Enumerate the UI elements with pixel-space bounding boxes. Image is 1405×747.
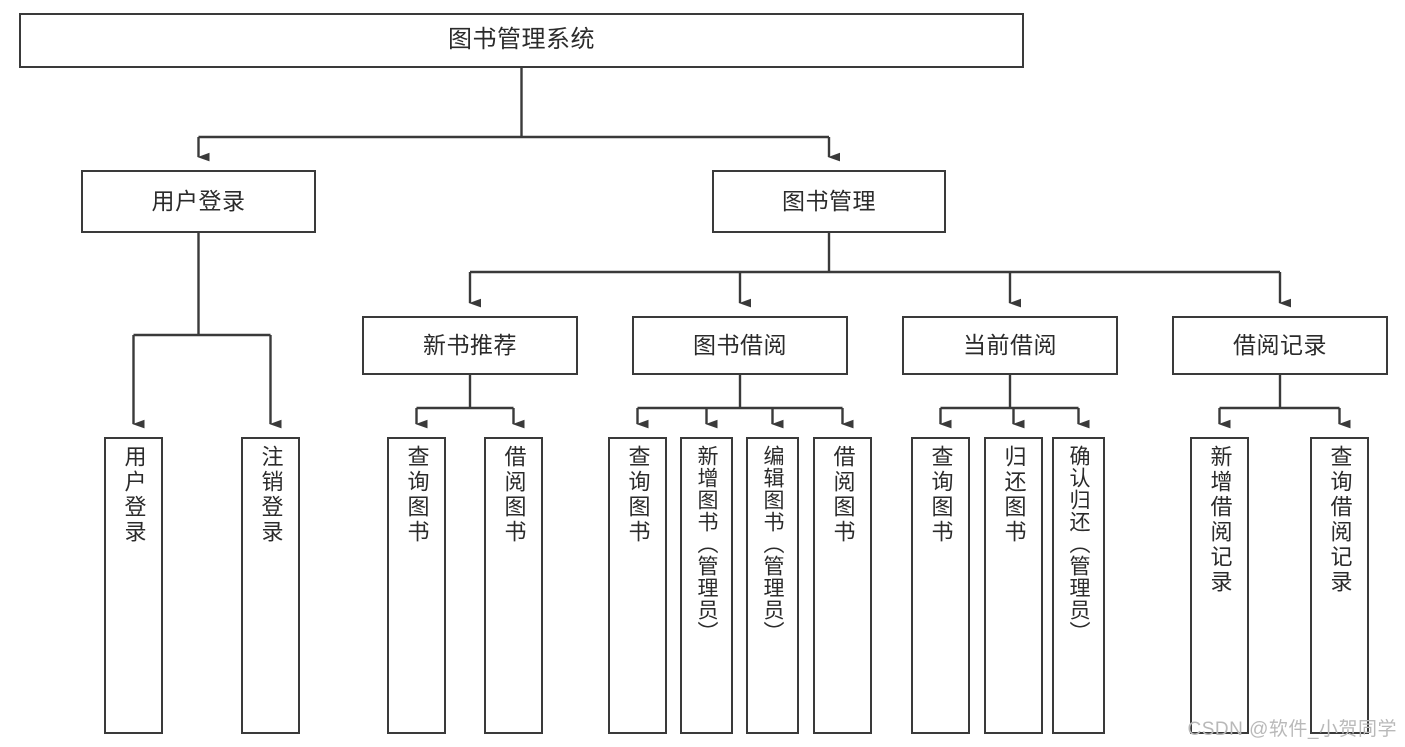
node-label: 确认归还（管理员） bbox=[1067, 445, 1090, 643]
leaf-query-book-borrow[interactable]: 查询图书 bbox=[608, 437, 667, 734]
leaf-return-book[interactable]: 归还图书 bbox=[984, 437, 1043, 734]
leaf-query-book-recommend[interactable]: 查询图书 bbox=[387, 437, 446, 734]
node-label: 注销登录 bbox=[258, 445, 284, 545]
node-label: 图书管理系统 bbox=[448, 26, 595, 54]
node-label: 借阅图书 bbox=[501, 445, 527, 545]
leaf-user-login[interactable]: 用户登录 bbox=[104, 437, 163, 734]
node-label: 归还图书 bbox=[1001, 445, 1027, 545]
leaf-query-book-current[interactable]: 查询图书 bbox=[911, 437, 970, 734]
node-label: 新增借阅记录 bbox=[1207, 445, 1233, 595]
node-user-login[interactable]: 用户登录 bbox=[81, 170, 316, 233]
leaf-borrow-book-recommend[interactable]: 借阅图书 bbox=[484, 437, 543, 734]
leaf-edit-book-admin[interactable]: 编辑图书（管理员） bbox=[746, 437, 799, 734]
leaf-confirm-return-admin[interactable]: 确认归还（管理员） bbox=[1052, 437, 1105, 734]
leaf-query-borrow-record[interactable]: 查询借阅记录 bbox=[1310, 437, 1369, 734]
leaf-borrow-book[interactable]: 借阅图书 bbox=[813, 437, 872, 734]
node-new-book-recommend[interactable]: 新书推荐 bbox=[362, 316, 578, 375]
node-label: 查询借阅记录 bbox=[1327, 445, 1353, 595]
node-label: 用户登录 bbox=[151, 187, 246, 214]
node-label: 用户登录 bbox=[121, 445, 147, 545]
node-label: 当前借阅 bbox=[963, 331, 1057, 358]
node-label: 借阅记录 bbox=[1233, 331, 1327, 358]
node-label: 查询图书 bbox=[928, 445, 954, 545]
node-label: 新增图书（管理员） bbox=[695, 445, 718, 643]
node-label: 查询图书 bbox=[404, 445, 430, 545]
node-current-borrow[interactable]: 当前借阅 bbox=[902, 316, 1118, 375]
node-book-management[interactable]: 图书管理 bbox=[712, 170, 946, 233]
node-label: 图书借阅 bbox=[693, 331, 787, 358]
leaf-add-book-admin[interactable]: 新增图书（管理员） bbox=[680, 437, 733, 734]
node-book-borrow[interactable]: 图书借阅 bbox=[632, 316, 848, 375]
node-label: 图书管理 bbox=[782, 187, 876, 214]
leaf-user-logout[interactable]: 注销登录 bbox=[241, 437, 300, 734]
leaf-add-borrow-record[interactable]: 新增借阅记录 bbox=[1190, 437, 1249, 734]
node-root[interactable]: 图书管理系统 bbox=[19, 13, 1024, 68]
csdn-watermark: CSDN @软件_小贺同学 bbox=[1187, 719, 1397, 740]
node-label: 新书推荐 bbox=[423, 331, 517, 358]
node-label: 编辑图书（管理员） bbox=[761, 445, 784, 643]
node-borrow-record[interactable]: 借阅记录 bbox=[1172, 316, 1388, 375]
node-label: 借阅图书 bbox=[830, 445, 856, 545]
node-label: 查询图书 bbox=[625, 445, 651, 545]
